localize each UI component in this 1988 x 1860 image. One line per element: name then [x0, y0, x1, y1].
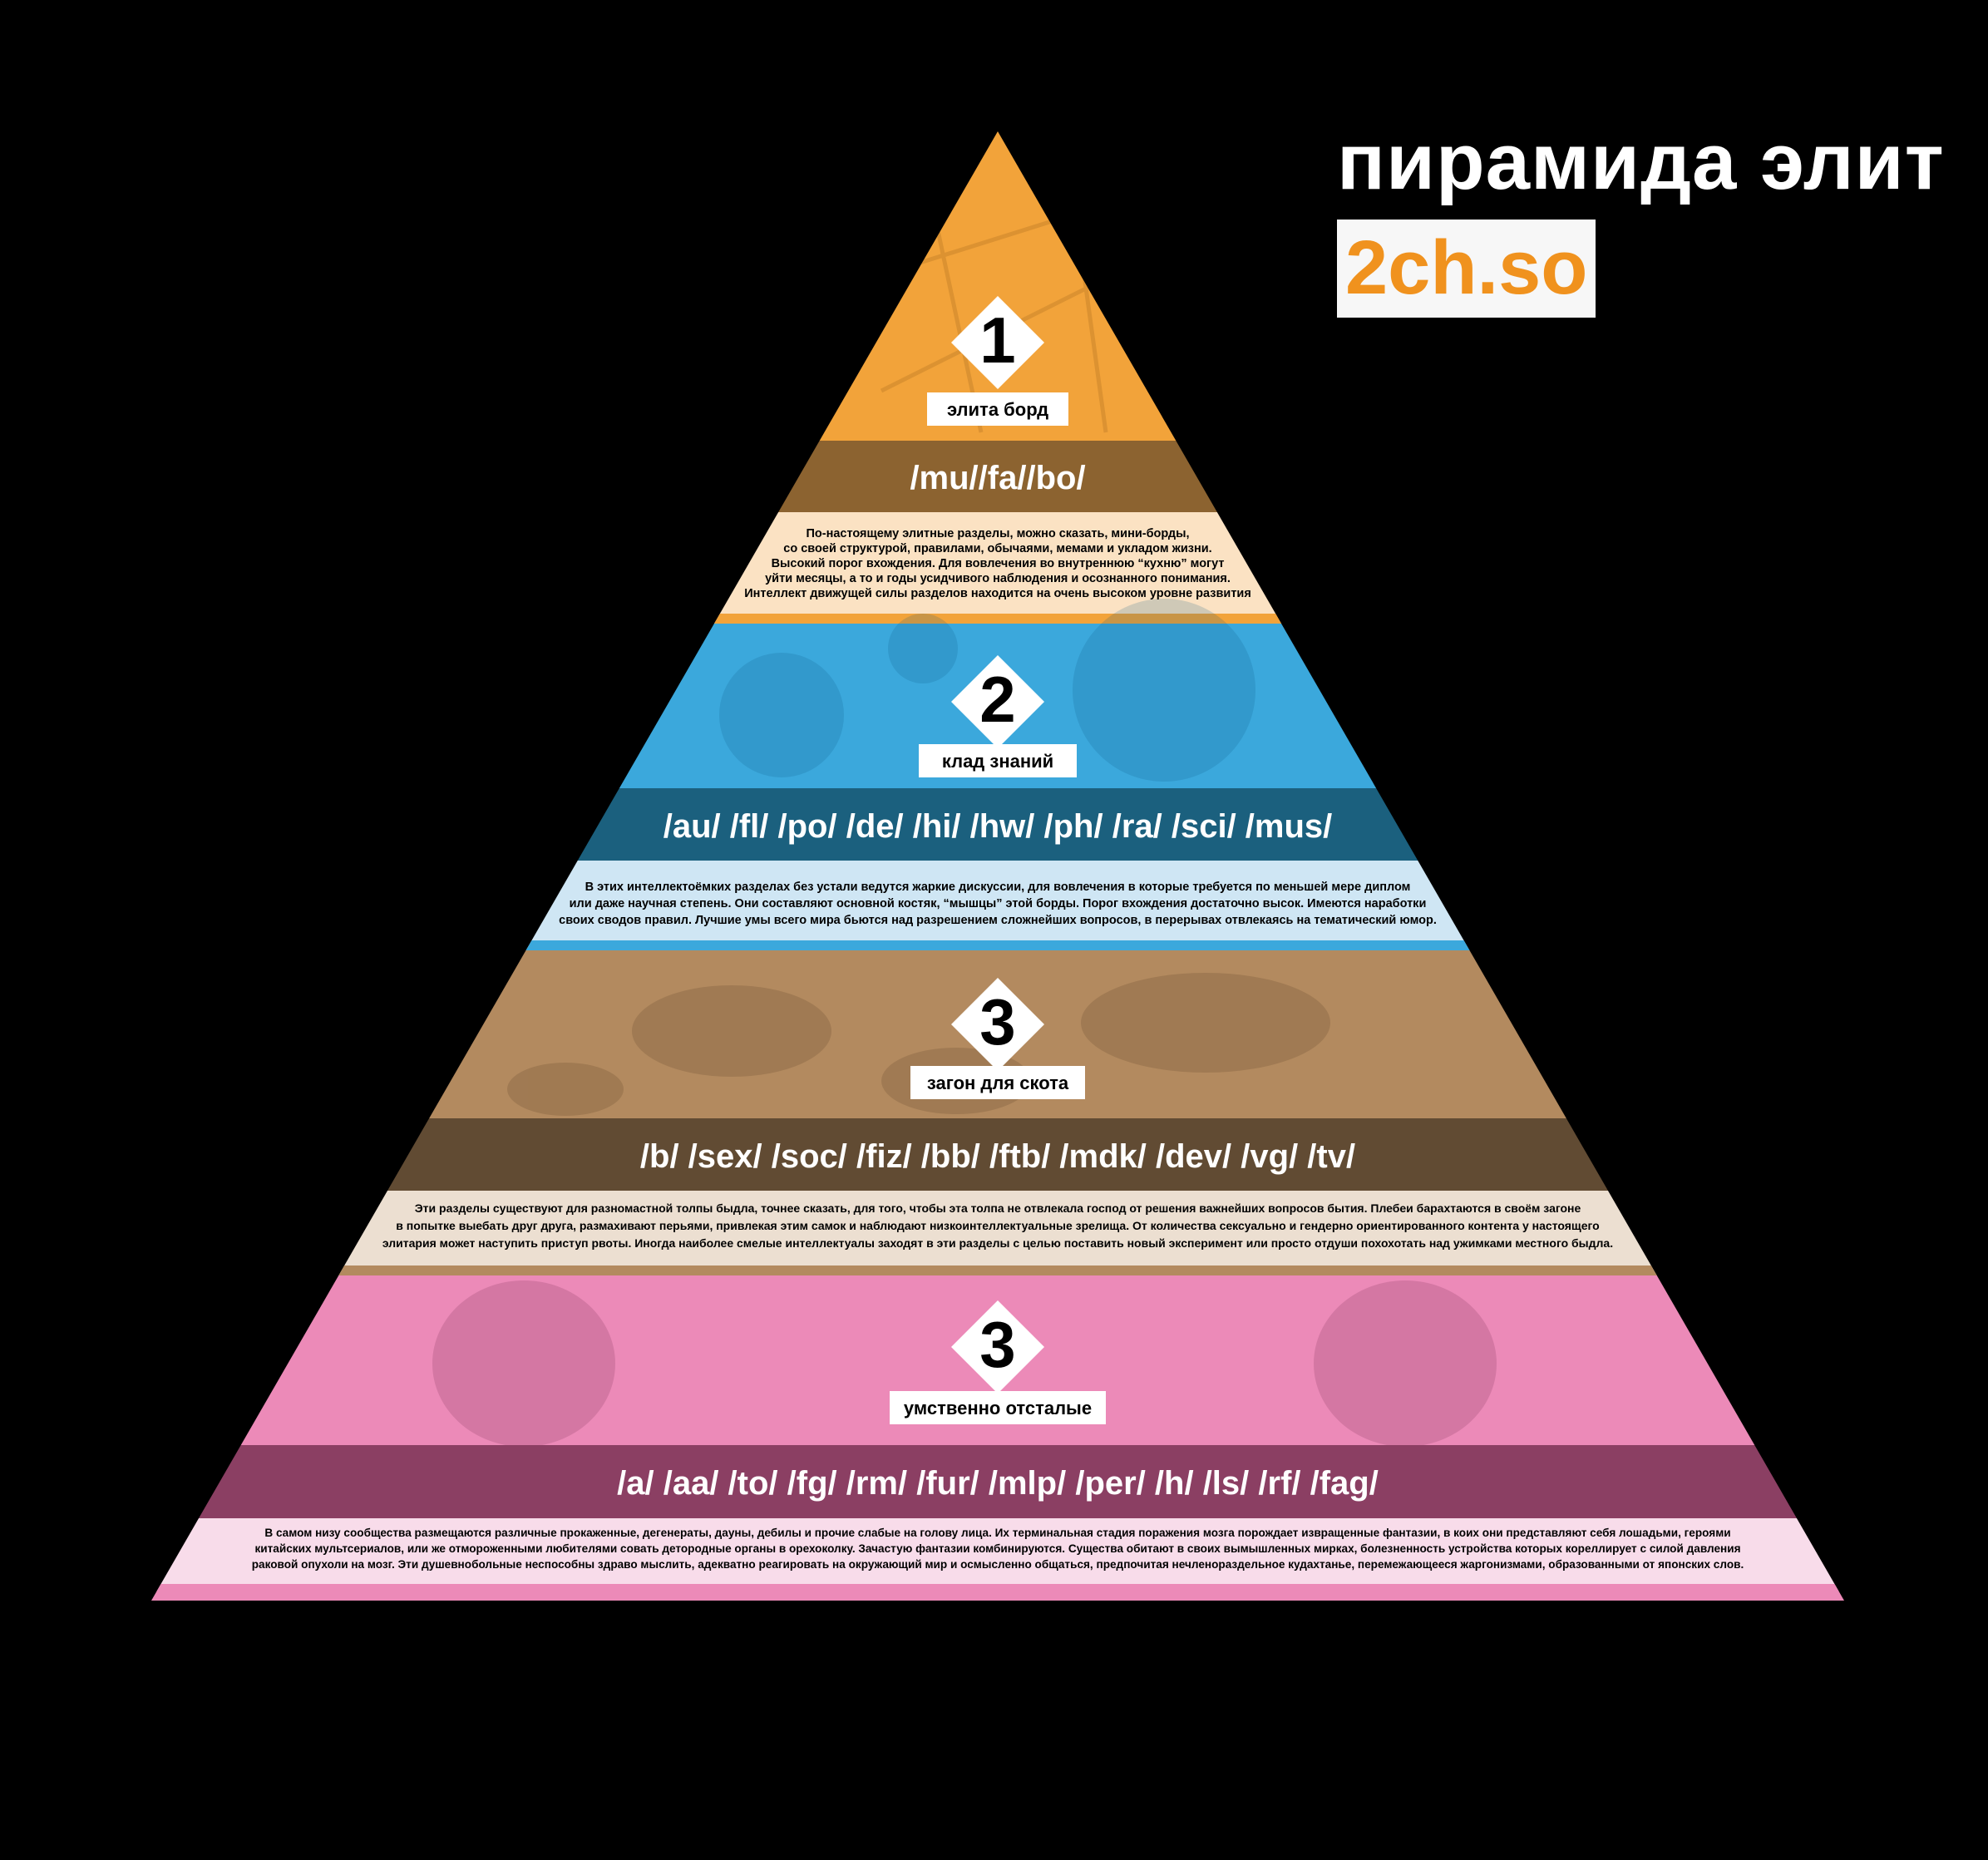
tier-descriptions: По-настоящему элитные разделы, можно ска… [252, 527, 1744, 1571]
tier-4-face-texture [432, 1280, 1497, 1447]
tier-1-edge-strip [151, 614, 1844, 624]
tier-4-marker: 3 умственно отсталые [890, 1300, 1106, 1424]
tier-4-diamond [951, 1300, 1044, 1394]
tier-3-description-line: в попытке выебать друг друга, размахиваю… [396, 1219, 1599, 1232]
site-name: 2ch.so [1345, 225, 1588, 310]
tier-3-description-line: элитария может наступить приступ рвоты. … [382, 1236, 1613, 1250]
tier-1-description-line: со своей структурой, правилами, обычаями… [783, 542, 1211, 555]
tier-1-description-line: Интеллект движущей силы разделов находит… [744, 587, 1251, 600]
tier-4-edge-strip [151, 1584, 1844, 1601]
tier-1-marker: 1 элита борд [927, 296, 1068, 426]
page-title: пирамида элит [1337, 117, 1945, 206]
tier-4-boards-band [151, 1445, 1844, 1518]
tier-2-diamond [951, 655, 1044, 748]
tier-3-marker: 3 загон для скота [910, 978, 1085, 1099]
tier-2-marker: 2 клад знаний [919, 655, 1077, 777]
tier-1-description-line: уйти месяцы, а то и годы усидчивого набл… [765, 572, 1231, 585]
tier-1-diamond [951, 296, 1044, 389]
tier-1-number: 1 [979, 303, 1015, 377]
tier-4-description-line: китайских мультсериалов, или же отмороже… [254, 1542, 1740, 1555]
title-block: пирамида элит 2ch.so [1337, 116, 1945, 318]
tier-3-description-band [151, 1191, 1844, 1275]
tier-3-label: загон для скота [927, 1073, 1069, 1093]
tier-2-boards: /au/ /fl/ /po/ /de/ /hi/ /hw/ /ph/ /ra/ … [663, 808, 1333, 845]
tier-1-description-line: По-настоящему элитные разделы, можно ска… [806, 527, 1189, 540]
tier-3-description-line: Эти разделы существуют для разномастной … [415, 1201, 1581, 1215]
tier-1-boards: /mu//fa//bo/ [910, 460, 1085, 496]
tier-3-label-box [910, 1066, 1085, 1099]
tier-4-label: умственно отсталые [904, 1398, 1092, 1418]
tier-4-number: 3 [979, 1308, 1015, 1381]
tier-3-boards: /b/ /sex/ /soc/ /fiz/ /bb/ /ftb/ /mdk/ /… [640, 1138, 1355, 1175]
tier-4-boards: /a/ /aa/ /to/ /fg/ /rm/ /fur/ /mlp/ /per… [617, 1465, 1379, 1502]
tier-4-description-band [151, 1518, 1844, 1591]
tier-1-background [151, 131, 1844, 441]
tier-4-label-box [890, 1391, 1106, 1424]
board-lists: /mu//fa//bo/ /au/ /fl/ /po/ /de/ /hi/ /hw… [617, 460, 1379, 1502]
tier-2-label-box [919, 744, 1077, 777]
tier-1-description-line: Высокий порог вхождения. Для вовлечения … [772, 557, 1225, 570]
tier-3-boards-band [151, 1118, 1844, 1191]
tier-4-description-line: В самом низу сообщества размещаются разл… [264, 1527, 1730, 1539]
tier-2-gears-texture [719, 599, 1255, 782]
tier-2-description-line: В этих интеллектоёмких разделах без уста… [585, 881, 1411, 894]
tier-3-number: 3 [979, 985, 1015, 1058]
tier-2-edge-strip [151, 940, 1844, 950]
tier-1-label-box [927, 392, 1068, 426]
tier-3-diamond [951, 978, 1044, 1071]
tier-4-description-line: раковой опухоли на мозг. Эти душевноболь… [252, 1558, 1744, 1571]
tier-3-edge-strip [151, 1265, 1844, 1275]
tier-2-number: 2 [979, 663, 1015, 736]
site-badge: 2ch.so [1337, 220, 1596, 318]
tier-2-description-line: или даже научная степень. Они составляют… [570, 897, 1427, 910]
tier-1-label: элита борд [947, 399, 1048, 420]
tier-2-description-line: своих сводов правил. Лучшие умы всего ми… [559, 914, 1437, 927]
tier-2-label: клад знаний [942, 751, 1053, 772]
